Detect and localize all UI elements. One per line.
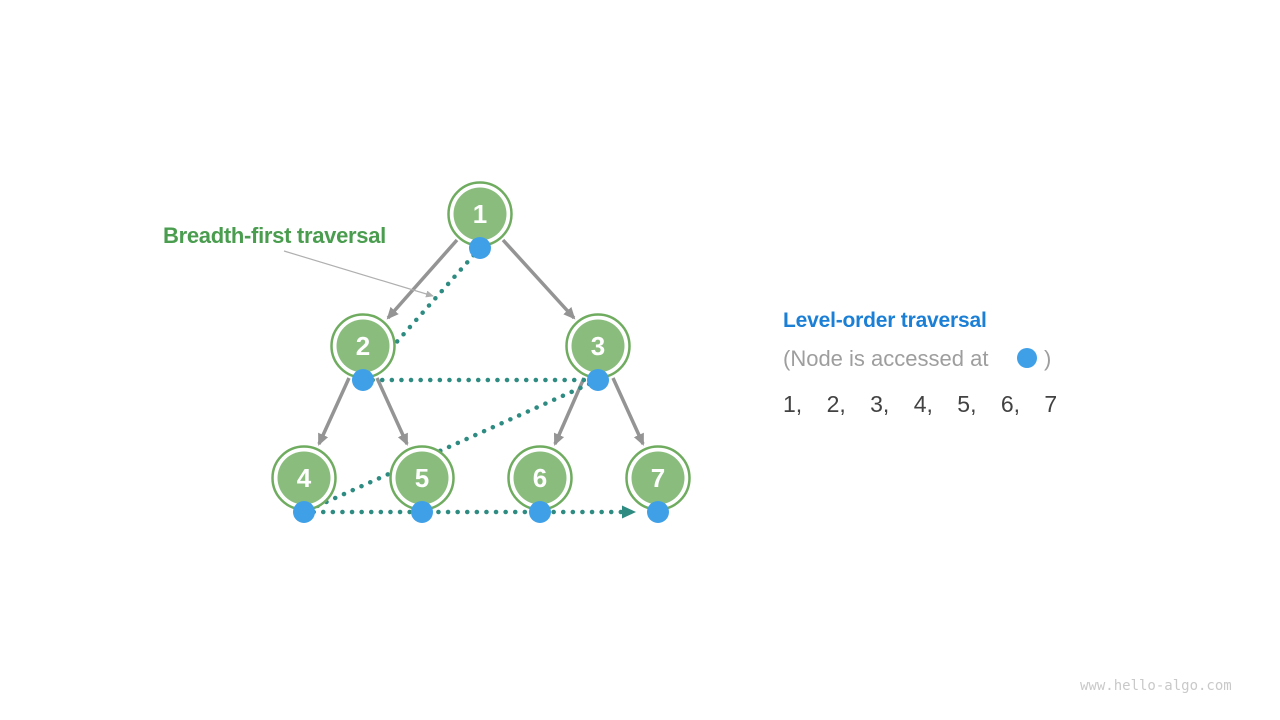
watermark: www.hello-algo.com [1080, 678, 1232, 694]
node-value: 4 [297, 463, 312, 493]
access-dots [293, 237, 669, 523]
edge-3-7 [611, 377, 645, 446]
subtitle-close-paren: ) [1044, 346, 1051, 371]
access-dot-1 [469, 237, 491, 259]
node-value: 5 [415, 463, 429, 493]
access-dot-4 [293, 501, 315, 523]
node-value: 3 [591, 331, 605, 361]
edge-2-4 [317, 377, 351, 446]
tree-node-3: 3 [565, 313, 631, 379]
level-order-panel: Level-order traversal (Node is accessed … [783, 309, 1057, 417]
edge-1-3 [501, 238, 576, 320]
node-disc [395, 451, 449, 505]
tree-node-5: 5 [389, 445, 455, 511]
node-value: 1 [473, 199, 487, 229]
edge-2-5 [375, 377, 409, 446]
tree-node-6: 6 [507, 445, 573, 511]
access-dot-2 [352, 369, 374, 391]
access-dot-3 [587, 369, 609, 391]
node-disc [513, 451, 567, 505]
access-dot-6 [529, 501, 551, 523]
subtitle-dot-icon [1017, 348, 1037, 368]
node-disc [453, 187, 507, 241]
breadth-first-label: Breadth-first traversal [163, 223, 386, 248]
tree-node-4: 4 [271, 445, 337, 511]
level-order-title: Level-order traversal [783, 309, 987, 332]
access-dot-7 [647, 501, 669, 523]
traversal-segment-3-4 [301, 377, 601, 515]
traversal-path [301, 245, 637, 519]
traversal-sequence: 1, 2, 3, 4, 5, 6, 7 [783, 391, 1057, 417]
access-dot-5 [411, 501, 433, 523]
node-disc [631, 451, 685, 505]
subtitle-text: (Node is accessed at [783, 346, 988, 371]
tree-node-1: 1 [447, 181, 513, 247]
tree-node-7: 7 [625, 445, 691, 511]
traversal-segment-1-2 [360, 245, 483, 383]
node-disc [277, 451, 331, 505]
tree-node-2: 2 [330, 313, 396, 379]
tree-nodes: 1 2 3 4 5 6 7 [271, 181, 691, 511]
label-pointer-line [283, 250, 434, 298]
node-disc [336, 319, 390, 373]
edge-1-2 [386, 238, 459, 320]
node-value: 7 [651, 463, 665, 493]
node-value: 6 [533, 463, 547, 493]
node-disc [571, 319, 625, 373]
node-value: 2 [356, 331, 370, 361]
